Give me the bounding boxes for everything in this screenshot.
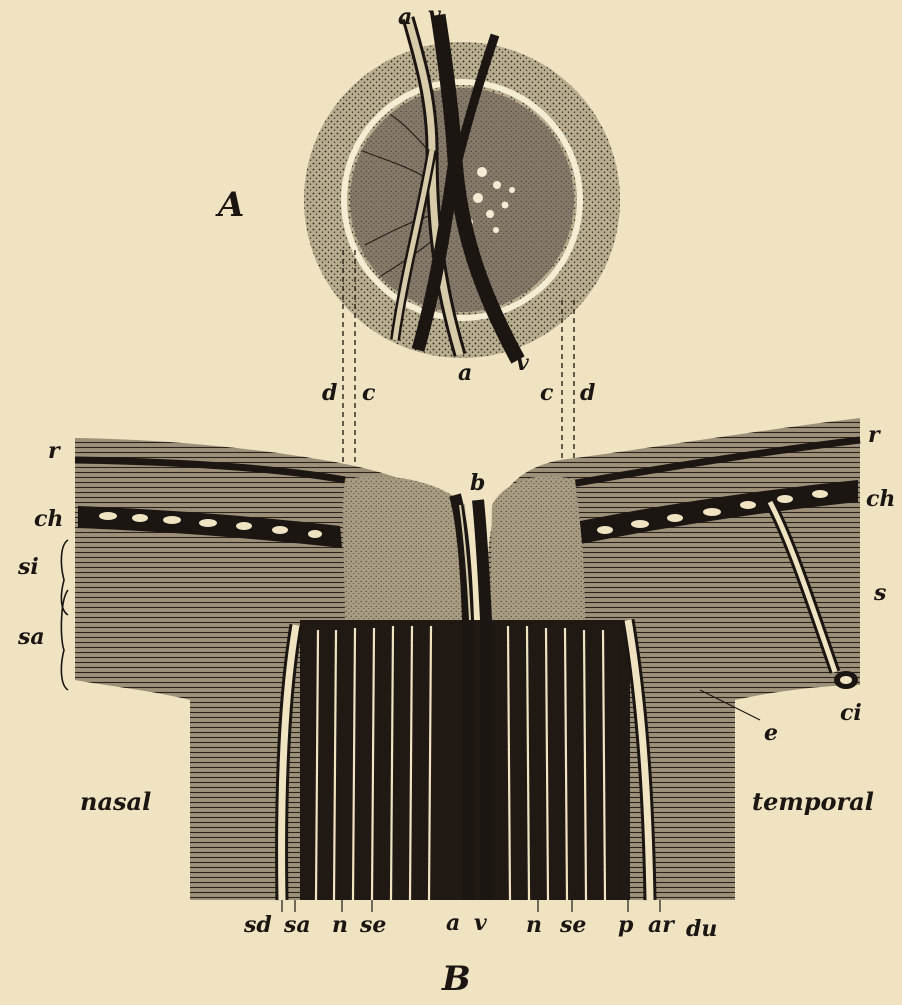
label-top-vein: v	[428, 4, 441, 26]
label-ch-left: ch	[34, 508, 63, 530]
panel-label-a: A	[218, 188, 244, 222]
label-r-right: r	[868, 424, 880, 446]
label-sa-left: sa	[18, 626, 45, 648]
label-v-bottom: v	[474, 912, 487, 934]
label-si: si	[18, 556, 39, 578]
optic-disc-view	[304, 15, 620, 360]
label-c-right: c	[540, 382, 553, 404]
label-ci: ci	[840, 702, 862, 724]
label-n-right: n	[526, 914, 542, 936]
label-ar: ar	[648, 914, 674, 936]
label-bottom-vein: v	[516, 352, 529, 374]
label-se-right: se	[560, 914, 586, 936]
label-a-bottom: a	[446, 912, 460, 934]
label-sd: sd	[244, 914, 272, 936]
label-nasal: nasal	[80, 790, 151, 814]
label-sa-bottom: sa	[284, 914, 311, 936]
label-temporal: temporal	[752, 790, 874, 814]
label-d-left: d	[322, 382, 337, 404]
label-n-left: n	[332, 914, 348, 936]
label-top-artery: a	[398, 6, 412, 28]
label-r-left: r	[48, 440, 60, 462]
label-p: p	[618, 914, 633, 936]
label-s: s	[874, 582, 886, 604]
label-c-left: c	[362, 382, 375, 404]
label-bottom-artery: a	[458, 362, 472, 384]
panel-label-b: B	[442, 962, 471, 996]
label-b: b	[470, 472, 485, 494]
label-d-right: d	[580, 382, 595, 404]
label-e: e	[764, 722, 778, 744]
label-ch-right: ch	[866, 488, 895, 510]
label-du: du	[686, 918, 717, 940]
label-se-left: se	[360, 914, 386, 936]
